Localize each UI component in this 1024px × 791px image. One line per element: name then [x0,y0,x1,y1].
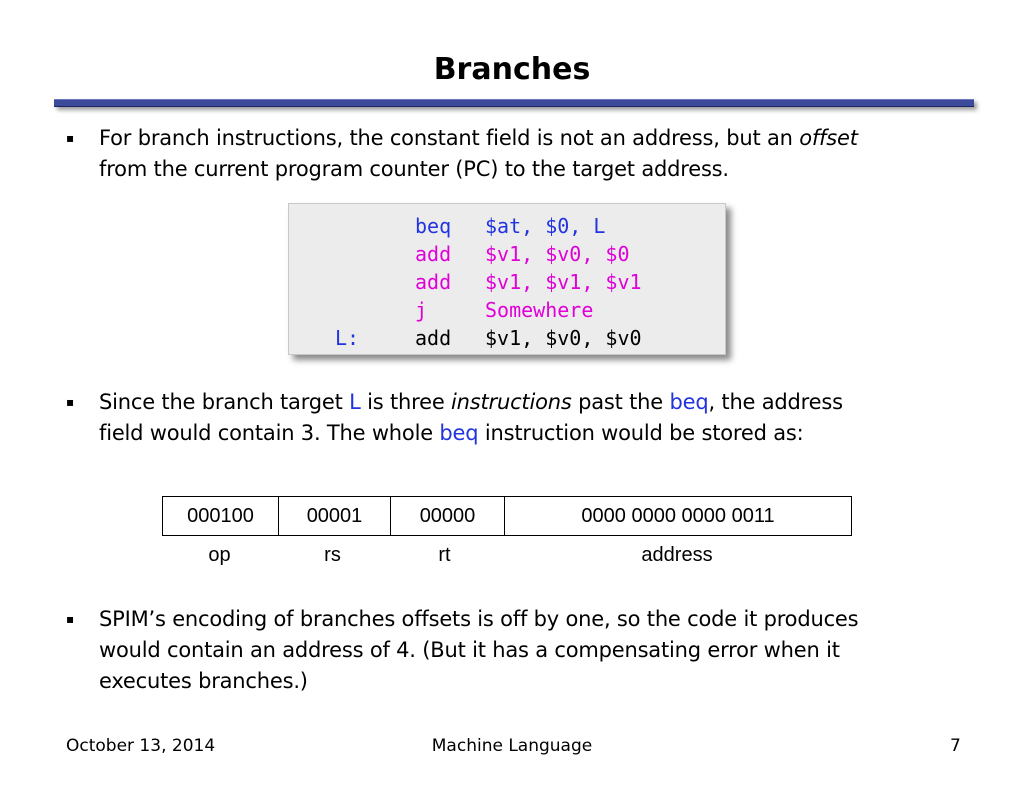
instruction-encoding-table: 000100 00001 00000 0000 0000 0000 0011 [162,496,852,536]
code-op-add-2: add [415,270,452,294]
code-args-j: Somewhere [485,298,594,322]
label-rt: rt [438,544,451,566]
bullet-2-line2: field would contain 3. The whole beq ins… [99,421,804,445]
bullet-1-text: For branch instructions, the constant fi… [99,123,989,185]
offset-emphasis: offset [799,126,858,150]
code-args-add-2: $v1, $v1, $v1 [485,270,642,294]
code-op-beq: beq [415,214,452,238]
code-args-add-3: $v1, $v0, $v0 [485,326,642,350]
bullet-2-line1: Since the branch target L is three instr… [99,390,843,414]
slide-title: Branches [433,52,591,87]
footer-topic: Machine Language [431,736,593,756]
code-op-add-1: add [415,242,452,266]
bullet-1-line1: For branch instructions, the constant fi… [99,126,858,150]
bullet-1-line2: from the current program counter (PC) to… [99,157,729,181]
title-divider [54,99,974,107]
instructions-emphasis: instructions [451,390,572,414]
label-rs: rs [324,544,341,566]
bullet-3-line3: executes branches.) [99,669,308,693]
footer-date: October 13, 2014 [66,736,216,756]
code-args-beq: $at, $0, L [485,214,606,238]
field-op: 000100 [162,496,279,536]
code-args-add-1: $v1, $v0, $0 [485,242,630,266]
beq-ref: beq [669,390,709,414]
label-op: op [208,544,231,566]
code-op-j: j [415,298,428,322]
code-label-L: L: [335,326,360,350]
label-address: address [641,544,713,566]
label-L-ref: L [349,390,361,414]
field-address: 0000 0000 0000 0011 [504,496,852,536]
footer-page-number: 7 [950,736,961,756]
field-rt: 00000 [390,496,505,536]
beq-ref: beq [439,421,479,445]
code-block: beq $at, $0, L add $v1, $v0, $0 add $v1,… [288,203,726,355]
bullet-3-text: SPIM’s encoding of branches offsets is o… [99,604,989,697]
bullet-marker: ▪ [66,131,75,145]
bullet-marker: ▪ [66,395,75,409]
bullet-marker: ▪ [66,612,75,626]
bullet-2-text: Since the branch target L is three instr… [99,387,989,449]
bullet-3-line2: would contain an address of 4. (But it h… [99,638,840,662]
field-rs: 00001 [278,496,391,536]
code-op-add-3: add [415,326,452,350]
bullet-3-line1: SPIM’s encoding of branches offsets is o… [99,607,859,631]
encoding-row: 000100 00001 00000 0000 0000 0000 0011 [162,496,852,536]
